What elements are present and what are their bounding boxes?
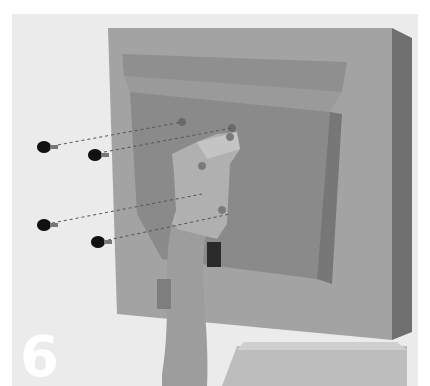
- bracket-hole: [218, 206, 226, 214]
- assembly-diagram: [12, 14, 418, 386]
- bracket-hole: [226, 133, 234, 141]
- thumb-screw-icon: [88, 149, 109, 161]
- thumb-screw-icon: [37, 141, 58, 153]
- step-number: 6: [20, 330, 59, 386]
- monitor-side: [392, 28, 412, 340]
- stand-base-top: [237, 342, 407, 350]
- thumb-screw-icon: [37, 219, 58, 231]
- stand-hinge: [207, 242, 221, 267]
- assembly-illustration: 6: [12, 14, 418, 386]
- thumb-screw-icon: [91, 236, 112, 248]
- stand-base: [222, 346, 407, 386]
- stand-clip: [157, 279, 171, 309]
- bracket-hole: [198, 162, 206, 170]
- vesa-hole: [228, 124, 236, 132]
- monitor-bulge: [130, 92, 330, 279]
